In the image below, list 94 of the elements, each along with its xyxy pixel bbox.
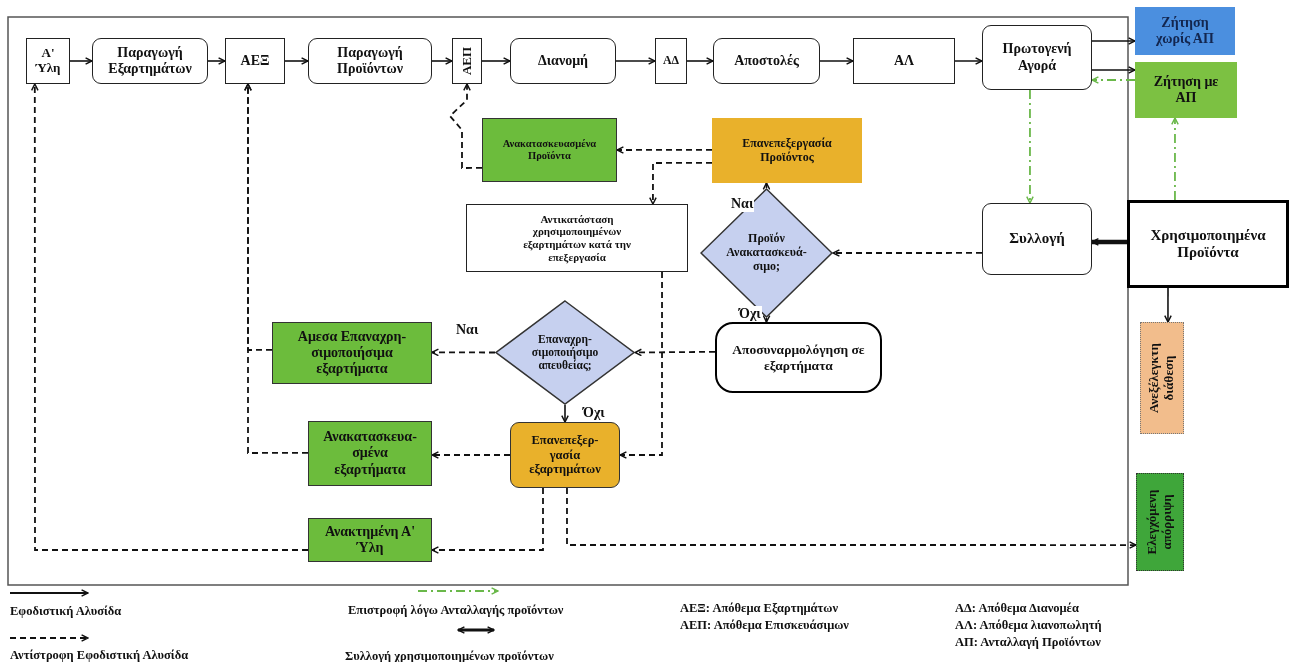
arrow — [244, 83, 309, 454]
abbreviation-note: ΑΠ: Ανταλλαγή Προϊόντων — [955, 635, 1101, 650]
arrow — [30, 83, 309, 551]
abbreviation-note: ΑΔ: Απόθεμα Διανομέα — [955, 601, 1079, 616]
legend-label: Συλλογή χρησιμοποιημένων προϊόντων — [345, 649, 554, 662]
arrow — [1164, 287, 1172, 323]
legend-label: Αντίστροφη Εφοδιστική Αλυσίδα — [10, 648, 189, 662]
arrow — [431, 487, 544, 554]
arrow — [69, 57, 93, 65]
node-label: Προϊόν Ανακατασκευά- σιμο; — [725, 232, 808, 274]
arrow — [634, 348, 716, 357]
arrow — [1091, 66, 1136, 74]
node-label: Α' Ύλη — [34, 46, 62, 76]
arrow — [284, 57, 309, 65]
arrow — [561, 404, 569, 423]
abbreviation-note: ΑΕΞ: Απόθεμα Εξαρτημάτων — [680, 601, 839, 616]
disposal-box — [1140, 322, 1184, 434]
arrow — [954, 57, 983, 65]
stock-box — [26, 38, 70, 84]
node-label: Ανακατασκευα- σμένα εξαρτήματα — [322, 429, 418, 478]
node-label: Ανακατασκευασμένα Προϊόντα — [501, 137, 598, 163]
process-box — [308, 421, 432, 486]
process-box — [482, 118, 617, 182]
node-label: ΑΕΞ — [240, 52, 270, 70]
abbreviation-note: ΑΕΠ: Απόθεμα Επισκευάσιμων — [680, 618, 849, 633]
arrow — [481, 57, 511, 65]
process-box — [982, 25, 1092, 90]
process-box — [308, 38, 432, 84]
arrow — [832, 249, 983, 257]
arrow — [619, 271, 663, 459]
node-label: ΑΔ — [662, 54, 680, 68]
process-box — [712, 118, 862, 183]
edge-label: Όχι — [738, 306, 762, 322]
node-label: ΑΛ — [893, 52, 915, 70]
arrow — [762, 182, 771, 191]
node-label: Αμεσα Επαναχρη- σιμοποιήσιμα εξαρτήματα — [296, 328, 408, 378]
arrow — [1091, 37, 1136, 45]
arrow — [762, 314, 771, 323]
process-box — [308, 518, 432, 562]
process-box — [92, 38, 208, 84]
stock-box — [853, 38, 955, 84]
arrow — [431, 348, 496, 357]
node-label: Παραγωγή Προϊόντων — [336, 44, 404, 78]
node-label: ΑΕΠ — [459, 45, 475, 78]
arrow — [431, 451, 511, 459]
node-label: Επαναχρη- σιμοποιήσιμο απευθείας; — [530, 332, 600, 373]
arrow — [649, 161, 713, 205]
node-label: Πρωτογενή Αγορά — [1001, 41, 1073, 74]
edge-label: Όχι — [582, 405, 606, 421]
process-box — [1127, 200, 1289, 288]
arrow — [686, 57, 714, 65]
process-box — [510, 422, 620, 488]
process-box — [1135, 7, 1235, 55]
arrow — [1171, 117, 1179, 201]
arrow — [819, 57, 854, 65]
stock-box — [452, 38, 482, 84]
stock-box — [466, 204, 688, 272]
node-label: Ανεξέλεγκτη διάθεση — [1147, 342, 1177, 415]
process-box — [272, 322, 432, 384]
process-box — [982, 203, 1092, 275]
arrow — [566, 487, 1137, 549]
arrow — [1091, 238, 1127, 246]
node-label: Ζήτηση χωρίς ΑΠ — [1155, 14, 1215, 48]
arrow — [1091, 76, 1136, 84]
node-label: Διανομή — [537, 52, 589, 70]
arrow — [448, 83, 483, 169]
disposal-box — [1136, 473, 1184, 571]
arrow — [1026, 89, 1034, 204]
stock-box — [655, 38, 687, 84]
stock-box — [225, 38, 285, 84]
node-label: Ανακτημένη Α' Ύλη — [323, 523, 417, 557]
legend-label: Επιστροφή λόγω Ανταλλαγής προϊόντων — [348, 603, 564, 618]
arrow — [616, 146, 713, 154]
node-label: Συλλογή — [1009, 230, 1065, 248]
node-label: Αποσυναρμολόγηση σε εξαρτήματα — [731, 342, 866, 373]
node-label: Χρησιμοποιημένα Προϊόντα — [1149, 226, 1267, 262]
arrow — [615, 57, 656, 65]
node-label: Ζήτηση με ΑΠ — [1152, 73, 1220, 107]
legend-label: Εφοδιστική Αλυσίδα — [10, 604, 122, 619]
arrow — [207, 57, 226, 65]
node-label: Επανεπεξερ- γασία εξαρτημάτων — [528, 433, 602, 477]
process-box — [715, 322, 882, 393]
node-label: Ελεγχόμενη απόρριψη — [1145, 488, 1175, 557]
node-label: Επανεπεξεργασία Προϊόντος — [741, 136, 833, 165]
decision-diamond — [495, 300, 635, 405]
arrow — [431, 57, 453, 65]
process-box — [713, 38, 820, 84]
node-label: Παραγωγή Εξαρτημάτων — [107, 44, 193, 78]
node-label: Αποστολές — [734, 52, 799, 70]
process-box — [510, 38, 616, 84]
edge-label: Ναι — [730, 196, 755, 212]
node-label: Αντικατάσταση χρησιμοποιημένων εξαρτημάτων κατά την επεξεργασία — [522, 212, 632, 264]
abbreviation-note: ΑΛ: Απόθεμα λιανοπωλητή — [955, 618, 1102, 633]
process-box — [1135, 62, 1237, 118]
